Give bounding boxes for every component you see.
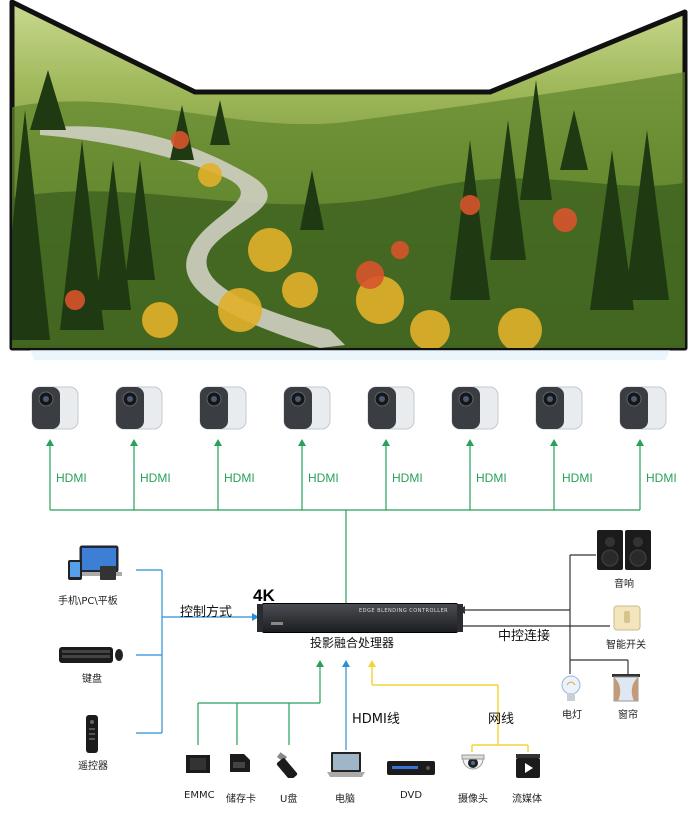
emmc-caption: EMMC [184,790,215,801]
controller-panel-text: EDGE BLENDING CONTROLLER [359,608,449,614]
media-caption: 流媒体 [512,794,542,805]
controller-caption: 投影融合处理器 [310,636,395,650]
curtain-caption: 窗帘 [618,710,638,721]
central-control-label: 中控连接 [498,629,551,644]
control-method-label: 控制方式 [180,605,233,620]
keyboard-icon [58,644,124,670]
media-icon [514,752,542,784]
hdmi-label-8: HDMI [646,471,677,485]
bulb-caption: 电灯 [562,710,582,721]
chip-icon [184,753,212,779]
laptop-icon [326,750,366,784]
remote-caption: 遥控器 [78,761,108,772]
hdmi-label-5: HDMI [392,471,423,485]
remote-icon [84,714,100,758]
network-line-label: 网线 [488,712,515,727]
projector-1 [30,383,80,433]
switch-icon [612,604,642,636]
projector-5 [366,383,416,433]
projector-7 [534,383,584,433]
smart-switch-caption: 智能开关 [606,640,646,651]
curtain-icon [610,672,642,708]
4k-badge: 4K [253,586,275,605]
bulb-icon [560,674,582,708]
panoramic-screen [9,0,688,360]
speaker-caption: 音响 [614,579,634,590]
hdmi-label-7: HDMI [562,471,593,485]
devices-icon [66,544,122,588]
usb-drive-icon [276,752,304,782]
hdmi-label-4: HDMI [308,471,339,485]
projector-2 [114,383,164,433]
usb-drive-caption: U盘 [280,794,298,805]
projector-3 [198,383,248,433]
hdmi-label-3: HDMI [224,471,255,485]
hdmi-label-2: HDMI [140,471,171,485]
edge-blending-controller: EDGE BLENDING CONTROLLER [257,603,463,633]
projector-8 [618,383,668,433]
projector-6 [450,383,500,433]
camera-icon [460,753,486,783]
laptop-caption: 电脑 [335,794,355,805]
sd-card-caption: 储存卡 [226,794,256,805]
projector-4 [282,383,332,433]
devices-caption: 手机\PC\平板 [58,596,118,607]
hdmi-line-label: HDMI线 [352,712,400,727]
camera-caption: 摄像头 [458,794,488,805]
hdmi-label-1: HDMI [56,471,87,485]
dvd-caption: DVD [400,790,423,801]
hdmi-label-6: HDMI [476,471,507,485]
sd-card-icon [226,752,252,778]
dvd-player-icon [386,758,436,782]
speaker-icon [596,528,652,576]
keyboard-caption: 键盘 [82,674,102,685]
